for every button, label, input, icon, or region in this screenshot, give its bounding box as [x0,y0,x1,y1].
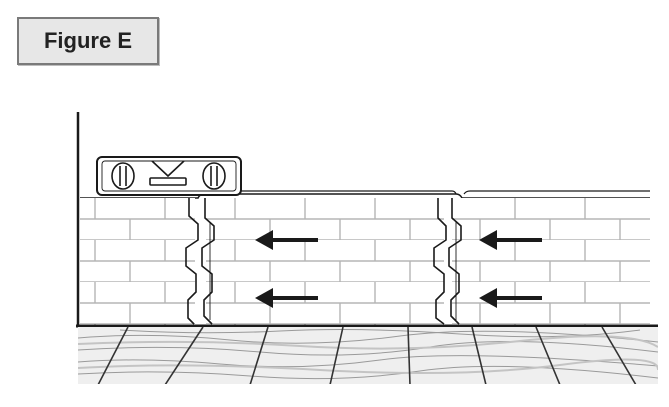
arrow-left-icon [479,288,542,308]
arrow-left-icon [255,230,318,250]
wood-floor [78,326,658,384]
brick-panel-3 [452,198,650,325]
panel-seam-2-mate [448,198,462,325]
figure-label: Figure E [17,17,159,65]
spirit-level-icon [96,156,242,196]
brick-panel-2 [206,198,444,325]
panel-top-edge [80,193,650,199]
brick-panel-1 [80,198,195,325]
panel-seam-1-mate [201,198,215,325]
panel-seam-1 [185,198,199,325]
panel-top-edge-lip-right [463,190,650,195]
panel-seam-2 [433,198,447,325]
arrow-left-icon [255,288,318,308]
arrow-left-icon [479,230,542,250]
